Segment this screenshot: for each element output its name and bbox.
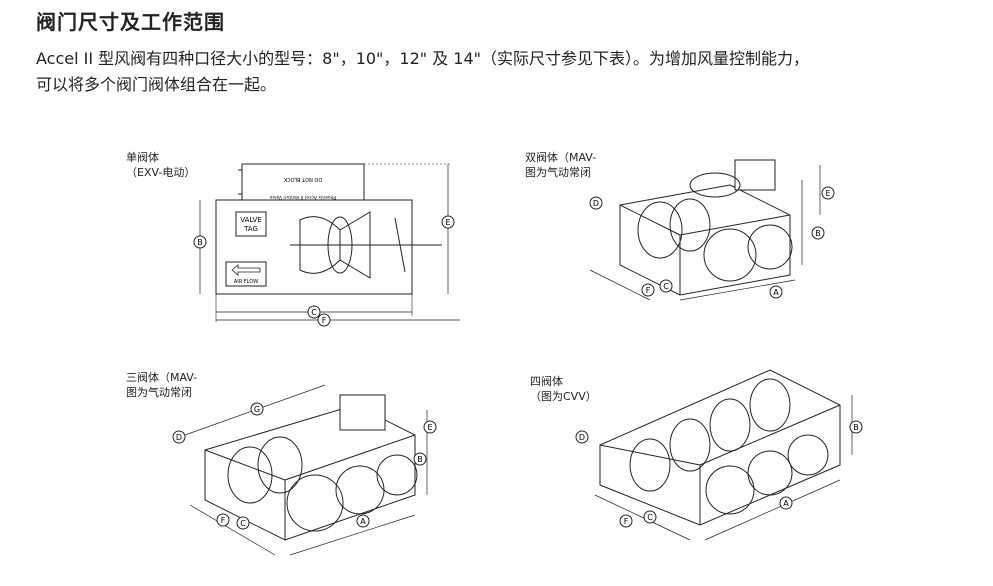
dim-label: B	[197, 238, 203, 247]
dim-label: D	[579, 433, 585, 442]
single-valve-caption: 单阀体 （EXV-电动）	[126, 150, 195, 180]
intro-line-2: 可以将多个阀门阀体组合在一起。	[36, 75, 277, 94]
dim-label: C	[240, 519, 246, 528]
dim-label: C	[647, 513, 653, 522]
valve-tag-text: VALVE	[240, 216, 261, 224]
intro-paragraph: Accel II 型风阀有四种口径大小的型号：8"，10"，12" 及 14"（…	[36, 46, 986, 98]
caption-line: 图为气动常闭	[126, 386, 192, 399]
actuator-text: DO NOT BLOCK	[283, 176, 322, 182]
dim-label: B	[815, 229, 821, 238]
double-valve-diagram: D E B F C A	[589, 159, 835, 301]
single-valve-diagram: DO NOT BLOCK Phoenix Accel II Venturi Va…	[193, 163, 460, 327]
valve-tag-text: TAG	[243, 225, 258, 233]
caption-line: 图为气动常闭	[525, 166, 591, 179]
caption-line: （EXV-电动）	[126, 166, 196, 179]
triple-valve-caption: 三阀体（MAV- 图为气动常闭	[126, 370, 197, 400]
dim-label: F	[322, 316, 327, 325]
airflow-label: AIR FLOW	[234, 279, 258, 285]
dim-label: B	[853, 423, 859, 432]
dim-label: E	[445, 218, 450, 227]
quad-valve-diagram: D B A F C	[575, 369, 863, 541]
dim-label: F	[646, 286, 651, 295]
dim-label: F	[221, 516, 226, 525]
actuator-text: Phoenix Accel II Venturi Valve	[270, 194, 337, 200]
dim-label: E	[825, 189, 830, 198]
triple-valve-diagram: G D E B F C A	[172, 384, 437, 556]
dim-label: D	[593, 199, 599, 208]
dim-label: C	[311, 308, 317, 317]
airflow-box	[225, 261, 267, 287]
caption-line: 单阀体	[126, 151, 159, 164]
caption-line: 四阀体	[530, 375, 563, 388]
airflow-arrow-icon	[231, 264, 261, 276]
intro-line-1: Accel II 型风阀有四种口径大小的型号：8"，10"，12" 及 14"（…	[36, 49, 810, 68]
caption-line: 双阀体（MAV-	[525, 151, 597, 164]
dim-label: A	[773, 288, 779, 297]
dim-label: A	[360, 517, 366, 526]
caption-line: （图为CVV）	[530, 390, 597, 403]
dim-label: E	[427, 423, 432, 432]
double-valve-caption: 双阀体（MAV- 图为气动常闭	[525, 150, 596, 180]
page-title: 阀门尺寸及工作范围	[36, 10, 225, 34]
dim-label: D	[176, 433, 182, 442]
dim-label: A	[783, 499, 789, 508]
dim-label: C	[663, 282, 669, 291]
quad-valve-caption: 四阀体 （图为CVV）	[530, 374, 597, 404]
dim-label: G	[254, 405, 260, 414]
valve-tag	[235, 211, 267, 237]
caption-line: 三阀体（MAV-	[126, 371, 198, 384]
dim-label: F	[624, 517, 629, 526]
dim-label: B	[417, 455, 423, 464]
